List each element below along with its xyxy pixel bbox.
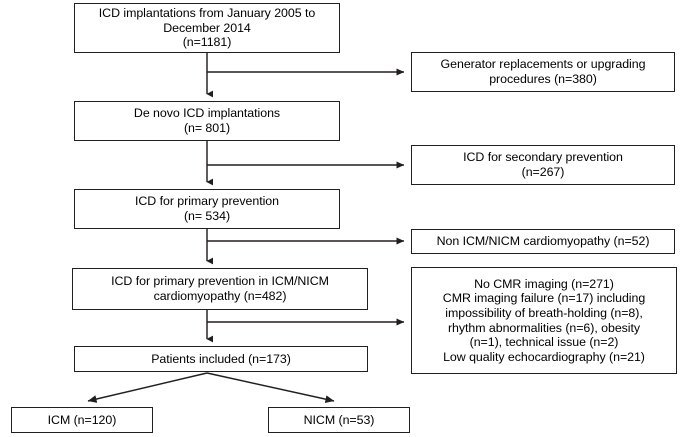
node-de-novo-implantations-label: De novo ICD implantations (n= 801)	[133, 106, 281, 135]
node-icm: ICM (n=120)	[11, 407, 153, 433]
node-exclusion-cmr-and-echo: No CMR imaging (n=271) CMR imaging failu…	[411, 267, 677, 374]
node-primary-prevention-icm-nicm-label: ICD for primary prevention in ICM/NICM c…	[111, 274, 329, 303]
node-exclusion-non-icm-nicm-label: Non ICM/NICM cardiomyopathy (n=52)	[436, 234, 650, 249]
node-icd-implantations: ICD implantations from January 2005 to D…	[74, 3, 340, 53]
node-primary-prevention-label: ICD for primary prevention (n= 534)	[135, 194, 279, 223]
node-exclusion-generator-replacements: Generator replacements or upgrading proc…	[411, 52, 675, 92]
node-exclusion-secondary-prevention: ICD for secondary prevention (n=267)	[411, 145, 675, 185]
node-nicm-label: NICM (n=53)	[303, 412, 375, 427]
node-exclusion-secondary-prevention-label: ICD for secondary prevention (n=267)	[463, 150, 623, 179]
node-exclusion-non-icm-nicm: Non ICM/NICM cardiomyopathy (n=52)	[411, 229, 675, 254]
node-patients-included-label: Patients included (n=173)	[151, 351, 291, 366]
node-icd-implantations-label: ICD implantations from January 2005 to D…	[98, 6, 316, 50]
node-nicm: NICM (n=53)	[268, 407, 410, 433]
node-exclusion-cmr-and-echo-label: No CMR imaging (n=271) CMR imaging failu…	[442, 276, 646, 364]
node-exclusion-generator-replacements-label: Generator replacements or upgrading proc…	[440, 57, 646, 86]
node-primary-prevention-icm-nicm: ICD for primary prevention in ICM/NICM c…	[72, 268, 368, 310]
node-patients-included: Patients included (n=173)	[74, 346, 368, 372]
node-primary-prevention: ICD for primary prevention (n= 534)	[74, 189, 340, 229]
node-icm-label: ICM (n=120)	[47, 412, 117, 427]
node-de-novo-implantations: De novo ICD implantations (n= 801)	[74, 101, 340, 141]
